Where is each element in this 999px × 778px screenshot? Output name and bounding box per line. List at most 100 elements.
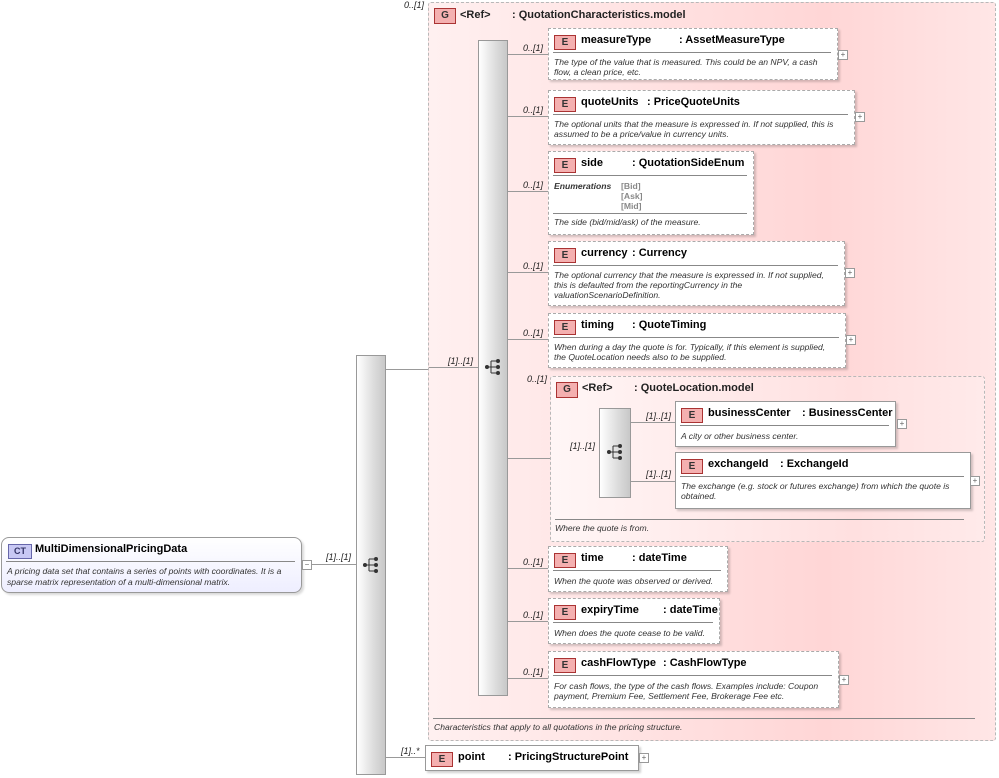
group-bottom-separator — [433, 718, 975, 719]
connector — [385, 369, 429, 370]
location-sequence-cardinality: [1]..[1] — [570, 441, 596, 451]
element-time[interactable]: E time : dateTime When the quote was obs… — [548, 546, 728, 592]
complex-type-collapse-toggle[interactable]: − — [302, 560, 312, 570]
connector — [507, 339, 548, 340]
element-name: expiryTime — [581, 604, 639, 616]
element-name: cashFlowType — [581, 657, 656, 669]
expand-toggle[interactable]: + — [838, 50, 848, 60]
location-sequence-compositor[interactable] — [599, 408, 631, 498]
element-cash-flow-type[interactable]: E cashFlowType : CashFlowType For cash f… — [548, 651, 839, 708]
element-name: side — [581, 157, 604, 169]
connector — [385, 757, 425, 758]
element-doc-line2: obtained. — [681, 491, 717, 501]
element-separator — [553, 570, 721, 571]
location-group-cardinality: 0..[1] — [527, 374, 548, 384]
group-badge: G — [556, 382, 578, 398]
element-badge: E — [554, 553, 576, 568]
element-type: : ExchangeId — [780, 458, 849, 470]
expiry-time-cardinality: 0..[1] — [523, 610, 544, 620]
element-name: point — [458, 751, 485, 763]
expand-toggle[interactable]: + — [845, 268, 855, 278]
element-expiry-time[interactable]: E expiryTime : dateTime When does the qu… — [548, 598, 720, 644]
element-badge: E — [681, 408, 703, 423]
element-separator — [553, 675, 832, 676]
connector — [507, 621, 548, 622]
connector — [507, 678, 548, 679]
sequence-icon — [485, 359, 500, 375]
element-separator — [553, 52, 831, 53]
element-name: measureType — [581, 34, 652, 46]
element-timing[interactable]: E timing : QuoteTiming When during a day… — [548, 313, 846, 368]
element-badge: E — [554, 35, 576, 50]
enum-value: [Mid] — [621, 201, 642, 211]
quotation-sequence-cardinality: [1]..[1] — [448, 356, 474, 366]
quotation-group-doc: Characteristics that apply to all quotat… — [434, 722, 683, 732]
element-separator — [680, 425, 889, 426]
element-name: quoteUnits — [581, 96, 639, 108]
timing-cardinality: 0..[1] — [523, 328, 544, 338]
element-type: : BusinessCenter — [802, 407, 893, 419]
expand-toggle[interactable]: + — [639, 753, 649, 763]
group-bottom-separator — [555, 519, 964, 520]
expand-toggle[interactable]: + — [839, 675, 849, 685]
element-side[interactable]: E side : QuotationSideEnum Enumerations … — [548, 151, 754, 235]
expand-toggle[interactable]: + — [897, 419, 907, 429]
element-doc-line1: For cash flows, the type of the cash flo… — [554, 681, 819, 691]
cash-flow-type-cardinality: 0..[1] — [523, 667, 544, 677]
connector — [630, 481, 675, 482]
element-business-center[interactable]: E businessCenter : BusinessCenter A city… — [675, 401, 896, 447]
expand-toggle[interactable]: + — [846, 335, 856, 345]
group-type-label: : QuoteLocation.model — [634, 382, 754, 394]
element-doc-line1: The optional currency that the measure i… — [554, 270, 824, 280]
connector — [429, 367, 479, 368]
element-doc-line2: payment, Premium Fee, Settlement Fee, Br… — [554, 691, 785, 701]
element-type: : dateTime — [632, 552, 687, 564]
element-name: exchangeId — [708, 458, 769, 470]
element-separator — [553, 114, 848, 115]
expand-toggle[interactable]: + — [970, 476, 980, 486]
element-badge: E — [554, 658, 576, 673]
complex-type-badge: CT — [8, 544, 32, 559]
element-separator — [680, 476, 964, 477]
element-doc-line1: When does the quote cease to be valid. — [554, 628, 705, 638]
element-exchange-id[interactable]: E exchangeId : ExchangeId The exchange (… — [675, 452, 971, 509]
element-doc-line2: flow, a clean price, etc. — [554, 67, 641, 77]
connector — [311, 564, 357, 565]
sequence-icon — [607, 444, 622, 460]
element-type: : AssetMeasureType — [679, 34, 785, 46]
group-ref-label: <Ref> — [582, 382, 613, 394]
enum-value: [Ask] — [621, 191, 643, 201]
connector — [507, 54, 548, 55]
element-type: : PricingStructurePoint — [508, 751, 629, 763]
outer-sequence-cardinality: [1]..[1] — [326, 552, 352, 562]
element-doc-line2: the QuoteLocation needs also to be suppl… — [554, 352, 727, 362]
element-type: : QuoteTiming — [632, 319, 707, 331]
element-point[interactable]: E point : PricingStructurePoint — [425, 745, 639, 771]
element-badge: E — [431, 752, 453, 767]
element-doc-line1: The type of the value that is measured. … — [554, 57, 818, 67]
expand-toggle[interactable]: + — [855, 112, 865, 122]
connector — [507, 272, 548, 273]
element-doc-line1: The side (bid/mid/ask) of the measure. — [554, 217, 701, 227]
element-badge: E — [681, 459, 703, 474]
time-cardinality: 0..[1] — [523, 557, 544, 567]
side-cardinality: 0..[1] — [523, 180, 544, 190]
element-type: : CashFlowType — [663, 657, 747, 669]
quotation-sequence-compositor[interactable] — [478, 40, 508, 696]
element-currency[interactable]: E currency : Currency The optional curre… — [548, 241, 845, 306]
location-group-doc: Where the quote is from. — [555, 523, 650, 533]
element-type: : Currency — [632, 247, 688, 259]
element-name: currency — [581, 247, 628, 259]
connector — [630, 422, 675, 423]
group-type-label: : QuotationCharacteristics.model — [512, 9, 686, 21]
element-name: timing — [581, 319, 614, 331]
element-name: businessCenter — [708, 407, 791, 419]
element-type: : dateTime — [663, 604, 718, 616]
complex-type-box[interactable]: CT MultiDimensionalPricingData A pricing… — [1, 537, 302, 593]
element-doc-line1: When during a day the quote is for. Typi… — [554, 342, 826, 352]
element-measure-type[interactable]: E measureType : AssetMeasureType The typ… — [548, 28, 838, 80]
element-doc-line1: When the quote was observed or derived. — [554, 576, 714, 586]
element-badge: E — [554, 97, 576, 112]
element-quote-units[interactable]: E quoteUnits : PriceQuoteUnits The optio… — [548, 90, 855, 145]
element-badge: E — [554, 605, 576, 620]
